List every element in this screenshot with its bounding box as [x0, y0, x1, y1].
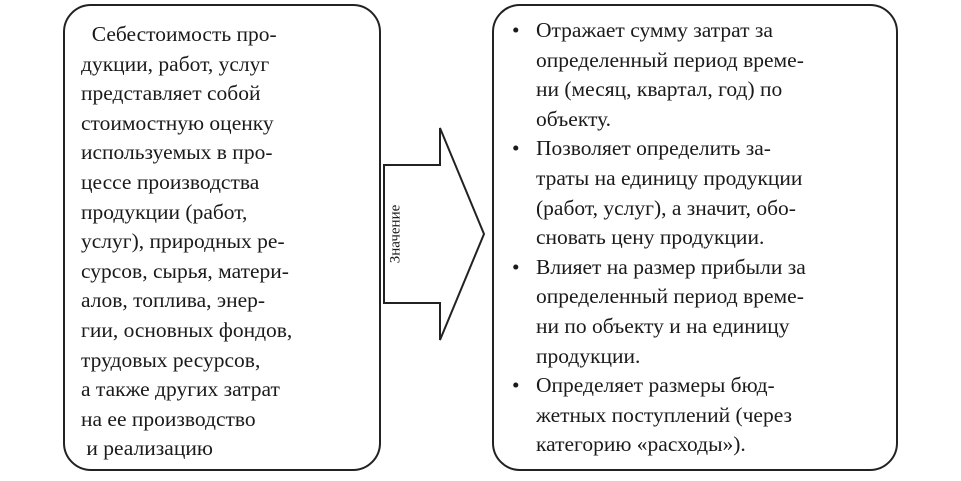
bullet-icon: •	[512, 136, 520, 161]
text-line: гии, основных фондов,	[81, 317, 293, 342]
text-line: алов, топлива, энер-	[81, 288, 266, 313]
bullet-icon: •	[512, 18, 520, 42]
text-line: на ее производство	[81, 406, 256, 431]
text-line: трудовых ресурсов,	[81, 347, 261, 372]
text-line: стоимостную оценку	[81, 110, 274, 135]
bullet-icon: •	[512, 373, 520, 398]
text-line: услуг), природных ре-	[81, 229, 285, 254]
text-line: Влияет на размер прибыли за	[536, 254, 806, 279]
text-line: Отражает сумму затрат за	[536, 18, 773, 42]
text-line: (работ, услуг), а значит, обо-	[536, 195, 796, 220]
text-line: ни (месяц, квартал, год) по	[536, 77, 783, 102]
text-line: Себестоимость про-	[81, 22, 277, 46]
text-line: объекту.	[536, 106, 612, 131]
text-line: и реализацию	[81, 436, 213, 461]
significance-box: • Отражает сумму затрат за определенный …	[492, 4, 898, 471]
list-item: • Отражает сумму затрат за определенный …	[508, 16, 806, 134]
text-line: продукции.	[536, 343, 641, 368]
text-line: определенный период време-	[536, 47, 804, 72]
arrow-label: Значение	[387, 204, 404, 264]
list-item: • Влияет на размер прибыли за определенн…	[508, 253, 806, 371]
definition-box: Себестоимость про- дукции, работ, услуг …	[63, 4, 381, 471]
text-line: представляет собой	[81, 81, 261, 106]
text-line: Определяет размеры бюд-	[536, 373, 775, 398]
text-line: Позволяет определить за-	[536, 136, 771, 161]
list-item: • Позволяет определить за- траты на един…	[508, 134, 806, 252]
arrow-shape	[383, 127, 486, 341]
text-line: ни по объекту и на единицу	[536, 313, 790, 338]
text-line: используемых в про-	[81, 140, 273, 165]
text-line: сновать цену продукции.	[536, 225, 765, 250]
significance-list: • Отражает сумму затрат за определенный …	[508, 16, 806, 460]
text-line: цессе производства	[81, 169, 260, 194]
text-line: дукции, работ, услуг	[81, 51, 270, 76]
text-line: траты на единицу продукции	[536, 165, 803, 190]
definition-text: Себестоимость про- дукции, работ, услуг …	[81, 20, 292, 464]
text-line: а также других затрат	[81, 377, 280, 402]
bullet-icon: •	[512, 254, 520, 279]
text-line: сурсов, сырья, матери-	[81, 258, 289, 283]
text-line: продукции (работ,	[81, 199, 248, 224]
text-line: жетных поступлений (через	[536, 402, 793, 427]
list-item: • Определяет размеры бюд- жетных поступл…	[508, 371, 806, 460]
text-line: определенный период време-	[536, 284, 804, 309]
text-line: категорию «расходы»).	[536, 432, 746, 457]
